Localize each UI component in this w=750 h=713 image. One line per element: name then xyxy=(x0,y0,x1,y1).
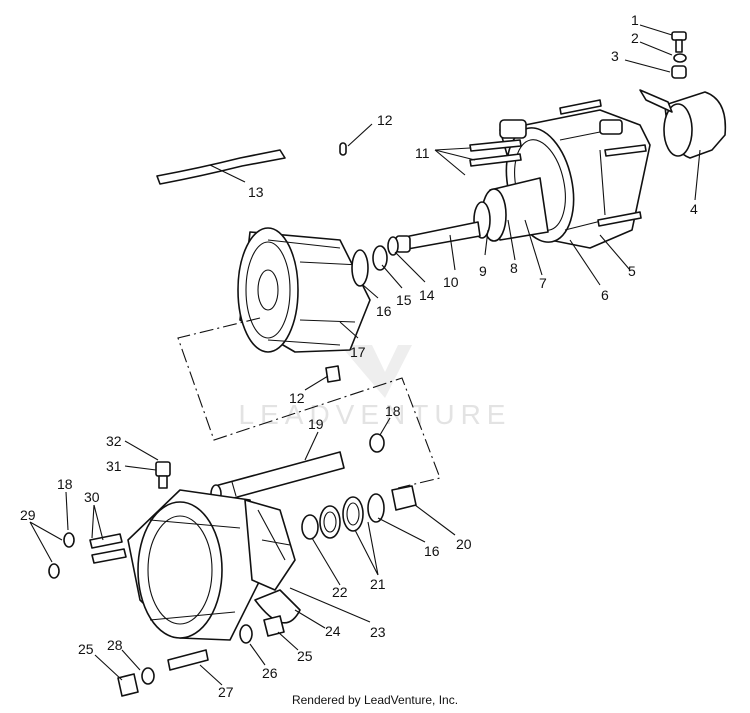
nut-25-right xyxy=(263,615,285,637)
callout-32: 32 xyxy=(106,433,122,449)
stud-31 xyxy=(158,475,168,489)
callout-17: 17 xyxy=(350,344,366,360)
nut-25-left xyxy=(117,673,139,697)
o-ring-14 xyxy=(387,236,399,256)
callout-18-right: 18 xyxy=(385,403,401,419)
callout-12-top: 12 xyxy=(377,112,393,128)
callout-26: 26 xyxy=(262,665,278,681)
callout-9: 9 xyxy=(479,263,487,279)
bushing-22 xyxy=(301,514,319,540)
callout-29: 29 xyxy=(20,507,36,523)
callout-19: 19 xyxy=(308,416,324,432)
callout-6: 6 xyxy=(601,287,609,303)
o-ring-18-right xyxy=(369,433,385,453)
watermark-text: LEADVENTURE xyxy=(239,399,512,430)
reverse-bucket xyxy=(639,89,727,159)
impeller-23 xyxy=(244,499,296,591)
callout-25-left: 25 xyxy=(78,641,94,657)
callout-2: 2 xyxy=(631,30,639,46)
callout-labels: 1 2 3 4 5 6 7 8 9 10 11 12 13 14 15 16 1… xyxy=(20,12,698,700)
callout-12-lower: 12 xyxy=(289,390,305,406)
callout-23: 23 xyxy=(370,624,386,640)
stud-27 xyxy=(167,649,209,671)
plug-12-lower xyxy=(325,365,341,383)
callout-10: 10 xyxy=(443,274,459,290)
callout-5: 5 xyxy=(628,263,636,279)
o-ring-29 xyxy=(48,563,60,579)
spacer-20 xyxy=(391,485,417,511)
impeller-assembly xyxy=(395,177,549,253)
pump-case-17 xyxy=(237,227,371,353)
washer-26 xyxy=(239,624,253,644)
callout-16-upper: 16 xyxy=(376,303,392,319)
seal-15 xyxy=(372,245,388,271)
callout-31: 31 xyxy=(106,458,122,474)
studs-11 xyxy=(469,99,647,227)
callout-21: 21 xyxy=(370,576,386,592)
callout-30: 30 xyxy=(84,489,100,505)
o-ring-18-left xyxy=(63,532,75,548)
callout-16-lower: 16 xyxy=(424,543,440,559)
callout-25-right: 25 xyxy=(297,648,313,664)
callout-24: 24 xyxy=(325,623,341,639)
leader-lines xyxy=(29,24,701,686)
washer-2 xyxy=(673,53,687,63)
callout-20: 20 xyxy=(456,536,472,552)
watermark-logo: LEADVENTURE xyxy=(239,345,512,430)
callout-3: 3 xyxy=(611,48,619,64)
nut-32 xyxy=(155,461,171,477)
callout-13: 13 xyxy=(248,184,264,200)
callout-28: 28 xyxy=(107,637,123,653)
fittings-30 xyxy=(89,533,127,564)
hose-13 xyxy=(156,149,286,185)
seal-16-lower xyxy=(367,493,385,523)
callout-11: 11 xyxy=(415,145,430,161)
plug-12-top xyxy=(339,142,347,156)
callout-1: 1 xyxy=(631,12,639,28)
wear-ring-24 xyxy=(254,589,301,624)
callout-15: 15 xyxy=(396,292,412,308)
drive-shaft-19 xyxy=(210,451,345,504)
bolt-1 xyxy=(671,31,687,53)
callout-7: 7 xyxy=(539,275,547,291)
callout-18-left: 18 xyxy=(57,476,73,492)
nut-3 xyxy=(671,65,687,79)
phantom-line xyxy=(177,317,441,489)
washer-28 xyxy=(141,667,155,685)
callout-27: 27 xyxy=(218,684,234,700)
footer-credit: Rendered by LeadVenture, Inc. xyxy=(291,693,459,707)
callout-8: 8 xyxy=(510,260,518,276)
callout-14: 14 xyxy=(419,287,435,303)
callout-22: 22 xyxy=(332,584,348,600)
pump-housing-lower xyxy=(127,489,261,641)
callout-4: 4 xyxy=(690,201,698,217)
bearings-21 xyxy=(319,496,364,539)
